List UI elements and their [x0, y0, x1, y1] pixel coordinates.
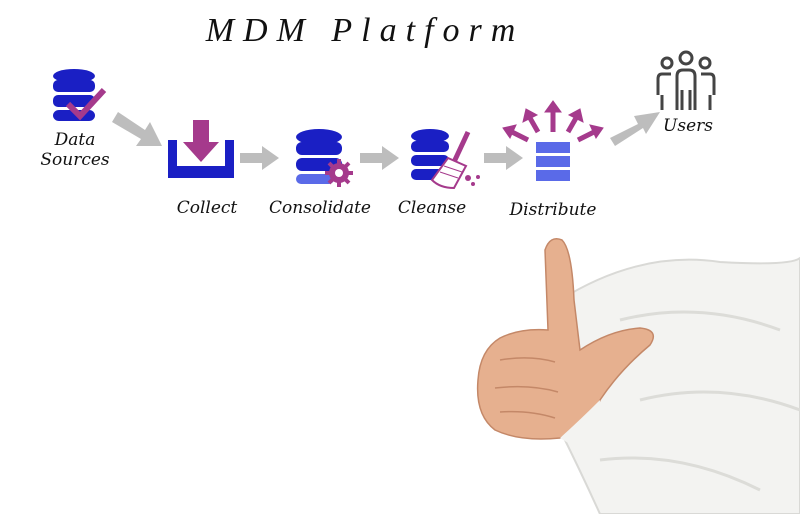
- database-check-icon: [53, 69, 107, 121]
- arrow-icon: [360, 146, 399, 170]
- label-users: Users: [663, 116, 713, 136]
- label-consolidate: Consolidate: [269, 198, 371, 218]
- arrow-icon: [240, 146, 279, 170]
- database-gear-icon: [296, 129, 353, 187]
- arrow-icon: [484, 146, 523, 170]
- distribute-arrows-icon: [502, 100, 604, 181]
- diagram-title: MDM Platform: [205, 12, 525, 49]
- download-tray-icon: [168, 120, 234, 178]
- users-group-icon: [656, 50, 716, 110]
- database-broom-icon: [411, 129, 480, 190]
- label-data-sources: Data Sources: [40, 130, 109, 170]
- arrow-icon: [112, 112, 162, 146]
- label-collect: Collect: [176, 198, 238, 218]
- label-line: Sources: [40, 150, 110, 170]
- arrow-icon: [610, 112, 660, 146]
- label-distribute: Distribute: [509, 200, 597, 220]
- label-line: Data: [54, 130, 96, 150]
- label-cleanse: Cleanse: [397, 198, 467, 218]
